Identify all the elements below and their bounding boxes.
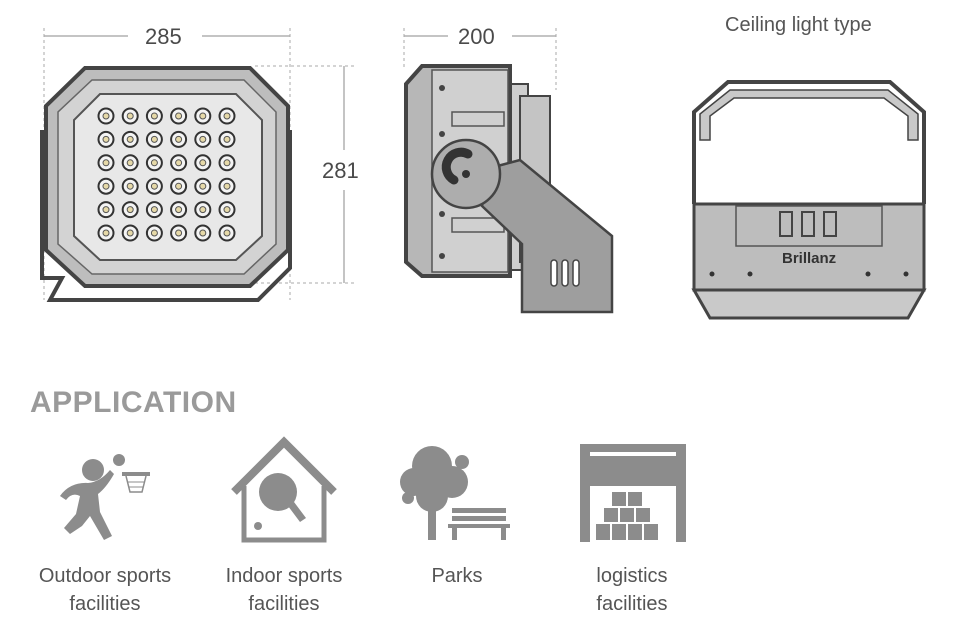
application-label-line2: facilities	[248, 593, 320, 615]
application-label-line1: Indoor sports	[225, 565, 343, 587]
led-chip	[97, 130, 115, 148]
application-title: APPLICATION	[30, 386, 237, 419]
led-chip	[170, 224, 188, 242]
ceiling-view-title: Ceiling light type	[725, 14, 872, 36]
led-chip	[170, 130, 188, 148]
led-chip	[194, 130, 212, 148]
application-item-outdoor: Outdoor sports facilities	[25, 562, 185, 618]
application-label-line1: Parks	[431, 565, 483, 587]
led-chip	[194, 201, 212, 219]
led-chip	[170, 201, 188, 219]
led-chip	[121, 201, 139, 219]
led-chip	[121, 224, 139, 242]
led-chip	[121, 130, 139, 148]
led-chip	[145, 154, 163, 172]
led-chip	[194, 177, 212, 195]
brand-logo: Brillanz	[782, 250, 837, 267]
dimension-height-label: 281	[322, 158, 359, 183]
led-chip	[194, 107, 212, 125]
led-chip	[194, 224, 212, 242]
led-chip	[218, 154, 236, 172]
dimension-width-label: 285	[145, 24, 182, 49]
application-item-logistics: logistics facilities	[552, 562, 712, 618]
led-chip	[97, 201, 115, 219]
led-chip	[121, 107, 139, 125]
led-chip	[170, 154, 188, 172]
application-label-line2: facilities	[596, 593, 668, 615]
led-chip	[170, 107, 188, 125]
led-chip	[145, 177, 163, 195]
led-chip	[121, 154, 139, 172]
application-label-line2: facilities	[69, 593, 141, 615]
led-chip	[145, 130, 163, 148]
application-label-line1: Outdoor sports	[38, 565, 172, 587]
application-label-line1: logistics	[596, 565, 668, 587]
led-chip	[121, 177, 139, 195]
led-chip	[218, 130, 236, 148]
led-chip	[218, 107, 236, 125]
led-chip	[97, 177, 115, 195]
application-item-parks: Parks	[377, 562, 537, 590]
dimension-depth-label: 200	[458, 24, 495, 49]
led-chip	[194, 154, 212, 172]
led-chip	[218, 224, 236, 242]
led-chip	[170, 177, 188, 195]
application-item-indoor: Indoor sports facilities	[204, 562, 364, 618]
led-chip	[145, 224, 163, 242]
led-chip	[97, 107, 115, 125]
led-chip	[218, 201, 236, 219]
led-chip	[218, 177, 236, 195]
led-chip	[145, 107, 163, 125]
led-chip	[145, 201, 163, 219]
led-chip	[97, 224, 115, 242]
led-chip	[97, 154, 115, 172]
